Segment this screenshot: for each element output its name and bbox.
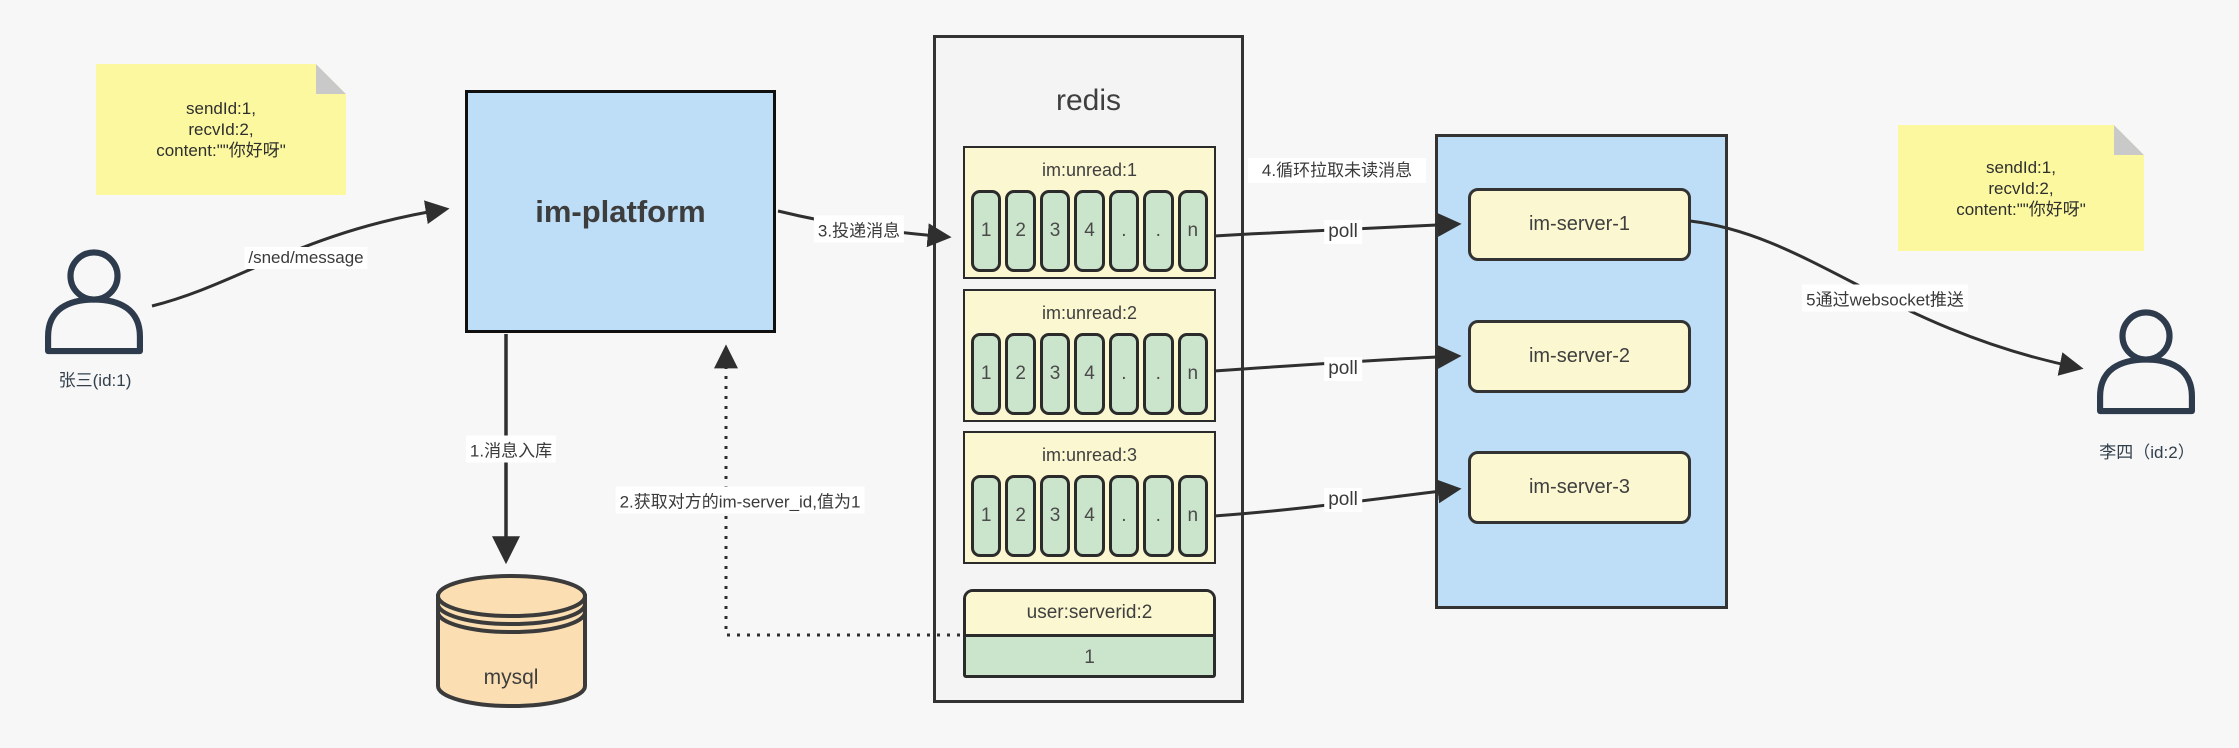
queue-cell: 1: [971, 333, 1002, 415]
redis-queue-unread-3: im:unread:3 1 2 3 4 . . n: [963, 431, 1216, 564]
redis-title: redis: [1055, 84, 1122, 117]
queue-cell: .: [1108, 475, 1140, 557]
queue-cell: 4: [1074, 190, 1105, 272]
step3-label: 3.投递消息: [813, 215, 905, 243]
queue-header: im:unread:1: [1041, 160, 1138, 180]
queue-cells: 1 2 3 4 . . n: [965, 190, 1214, 272]
im-server-3-node: im-server-3: [1468, 451, 1691, 524]
queue-cell: .: [1143, 333, 1174, 415]
redis-queue-unread-2: im:unread:2 1 2 3 4 . . n: [963, 289, 1216, 422]
im-server-1-node: im-server-1: [1468, 188, 1691, 261]
poll-label-3: poll: [1324, 488, 1362, 512]
im-server-3-label: im-server-3: [1528, 476, 1631, 498]
mysql-database-icon: mysql: [433, 566, 591, 721]
queue-cell: 2: [1005, 475, 1036, 557]
queue-header: im:unread:3: [1041, 445, 1138, 465]
receiver-user-icon: [2090, 308, 2202, 420]
sticky-note-left: sendId:1, recvId:2, content:""你好呀": [96, 64, 346, 195]
receiver-label: 李四（id:2）: [2099, 443, 2195, 462]
im-server-2-node: im-server-2: [1468, 320, 1691, 393]
queue-cell: n: [1177, 475, 1208, 557]
note-line: recvId:2,: [188, 120, 254, 139]
queue-cell: 1: [971, 190, 1002, 272]
queue-cell: 2: [1005, 190, 1036, 272]
note-line: content:""你好呀": [156, 141, 286, 160]
im-server-2-label: im-server-2: [1528, 345, 1631, 367]
queue-cells: 1 2 3 4 . . n: [965, 475, 1214, 557]
step4-label: 4.循环拉取未读消息: [1248, 158, 1426, 183]
queue-cell: 4: [1074, 333, 1105, 415]
kv-key-label: user:serverid:2: [966, 592, 1213, 637]
queue-cell: 4: [1074, 475, 1105, 557]
queue-cell: 1: [971, 475, 1002, 557]
poll-label-1: poll: [1324, 220, 1362, 244]
queue-cell: 2: [1005, 333, 1036, 415]
queue-cell: .: [1143, 190, 1174, 272]
queue-cell: n: [1177, 190, 1208, 272]
send-message-label: /sned/message: [244, 247, 368, 269]
step2-label: 2.获取对方的im-server_id,值为1: [615, 486, 865, 514]
queue-cell: 3: [1039, 475, 1071, 557]
queue-cell: 3: [1039, 333, 1071, 415]
im-server-cluster-panel: im-server-1 im-server-2 im-server-3: [1435, 134, 1728, 609]
sender-label: 张三(id:1): [58, 371, 132, 390]
poll-label-2: poll: [1324, 357, 1362, 381]
redis-container: redis im:unread:1 1 2 3 4 . . n im:unrea…: [933, 35, 1244, 703]
note-line: sendId:1,: [1986, 157, 2056, 177]
step1-label: 1.消息入库: [465, 435, 557, 463]
im-platform-node: im-platform: [465, 90, 776, 333]
note-line: recvId:2,: [1988, 178, 2054, 198]
redis-user-serverid-entry: user:serverid:2 1: [963, 589, 1216, 678]
sticky-note-right: sendId:1, recvId:2, content:""你好呀": [1898, 125, 2144, 251]
queue-header: im:unread:2: [1041, 303, 1138, 323]
queue-cell: n: [1177, 333, 1208, 415]
queue-cells: 1 2 3 4 . . n: [965, 333, 1214, 415]
im-server-1-label: im-server-1: [1528, 213, 1631, 235]
queue-cell: 3: [1039, 190, 1071, 272]
queue-cell: .: [1108, 333, 1140, 415]
mysql-label: mysql: [484, 666, 539, 689]
note-line: sendId:1,: [186, 99, 256, 118]
sender-user-icon: [38, 248, 150, 360]
note-line: content:""你好呀": [1956, 199, 2086, 219]
kv-value: 1: [966, 637, 1213, 675]
step5-label: 5通过websocket推送: [1802, 284, 1968, 312]
queue-cell: .: [1143, 475, 1174, 557]
redis-queue-unread-1: im:unread:1 1 2 3 4 . . n: [963, 146, 1216, 279]
im-platform-label: im-platform: [535, 193, 706, 229]
queue-cell: .: [1108, 190, 1140, 272]
